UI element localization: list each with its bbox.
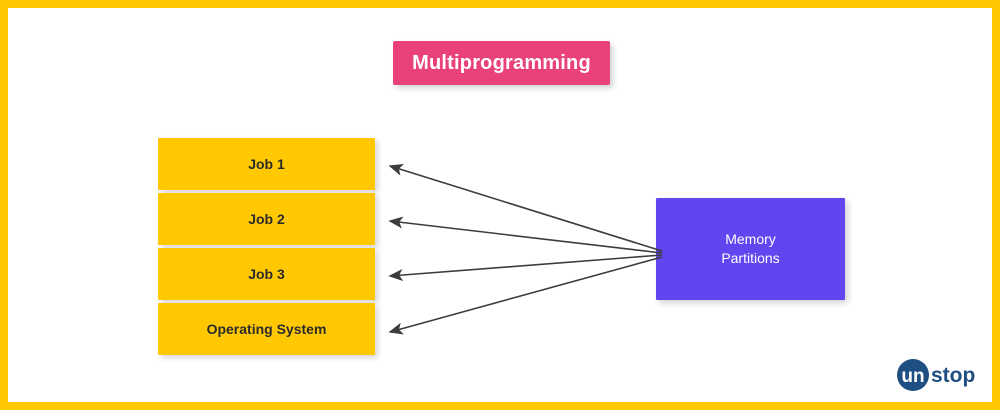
title-banner: Multiprogramming: [393, 41, 610, 85]
memory-partitions-box: Memory Partitions: [656, 198, 845, 300]
job-block-label: Job 1: [248, 156, 285, 172]
job-block-label: Job 3: [248, 266, 285, 282]
job-block-3: Job 3: [158, 248, 375, 300]
logo-word-text: stop: [931, 364, 975, 387]
diagram-stage: Multiprogramming Job 1 Job 2 Job 3 Opera…: [8, 8, 992, 402]
arrow-to-job-3: [388, 254, 663, 282]
unstop-logo: un stop: [897, 359, 975, 391]
job-block-2: Job 2: [158, 193, 375, 245]
title-label: Multiprogramming: [412, 51, 591, 74]
job-block-label: Operating System: [206, 321, 327, 337]
job-block-label: Job 2: [248, 211, 285, 227]
arrow-to-job-2: [388, 216, 663, 254]
memory-partitions-label: Memory Partitions: [721, 231, 780, 266]
arrow-to-job-1: [388, 164, 663, 252]
logo-mark-text: un: [901, 366, 924, 387]
arrow-to-operating-system: [388, 256, 663, 335]
logo-circle-icon: [897, 359, 929, 391]
job-block-operating-system: Operating System: [158, 303, 375, 355]
job-stack: Job 1 Job 2 Job 3 Operating System: [158, 138, 375, 355]
job-block-1: Job 1: [158, 138, 375, 190]
